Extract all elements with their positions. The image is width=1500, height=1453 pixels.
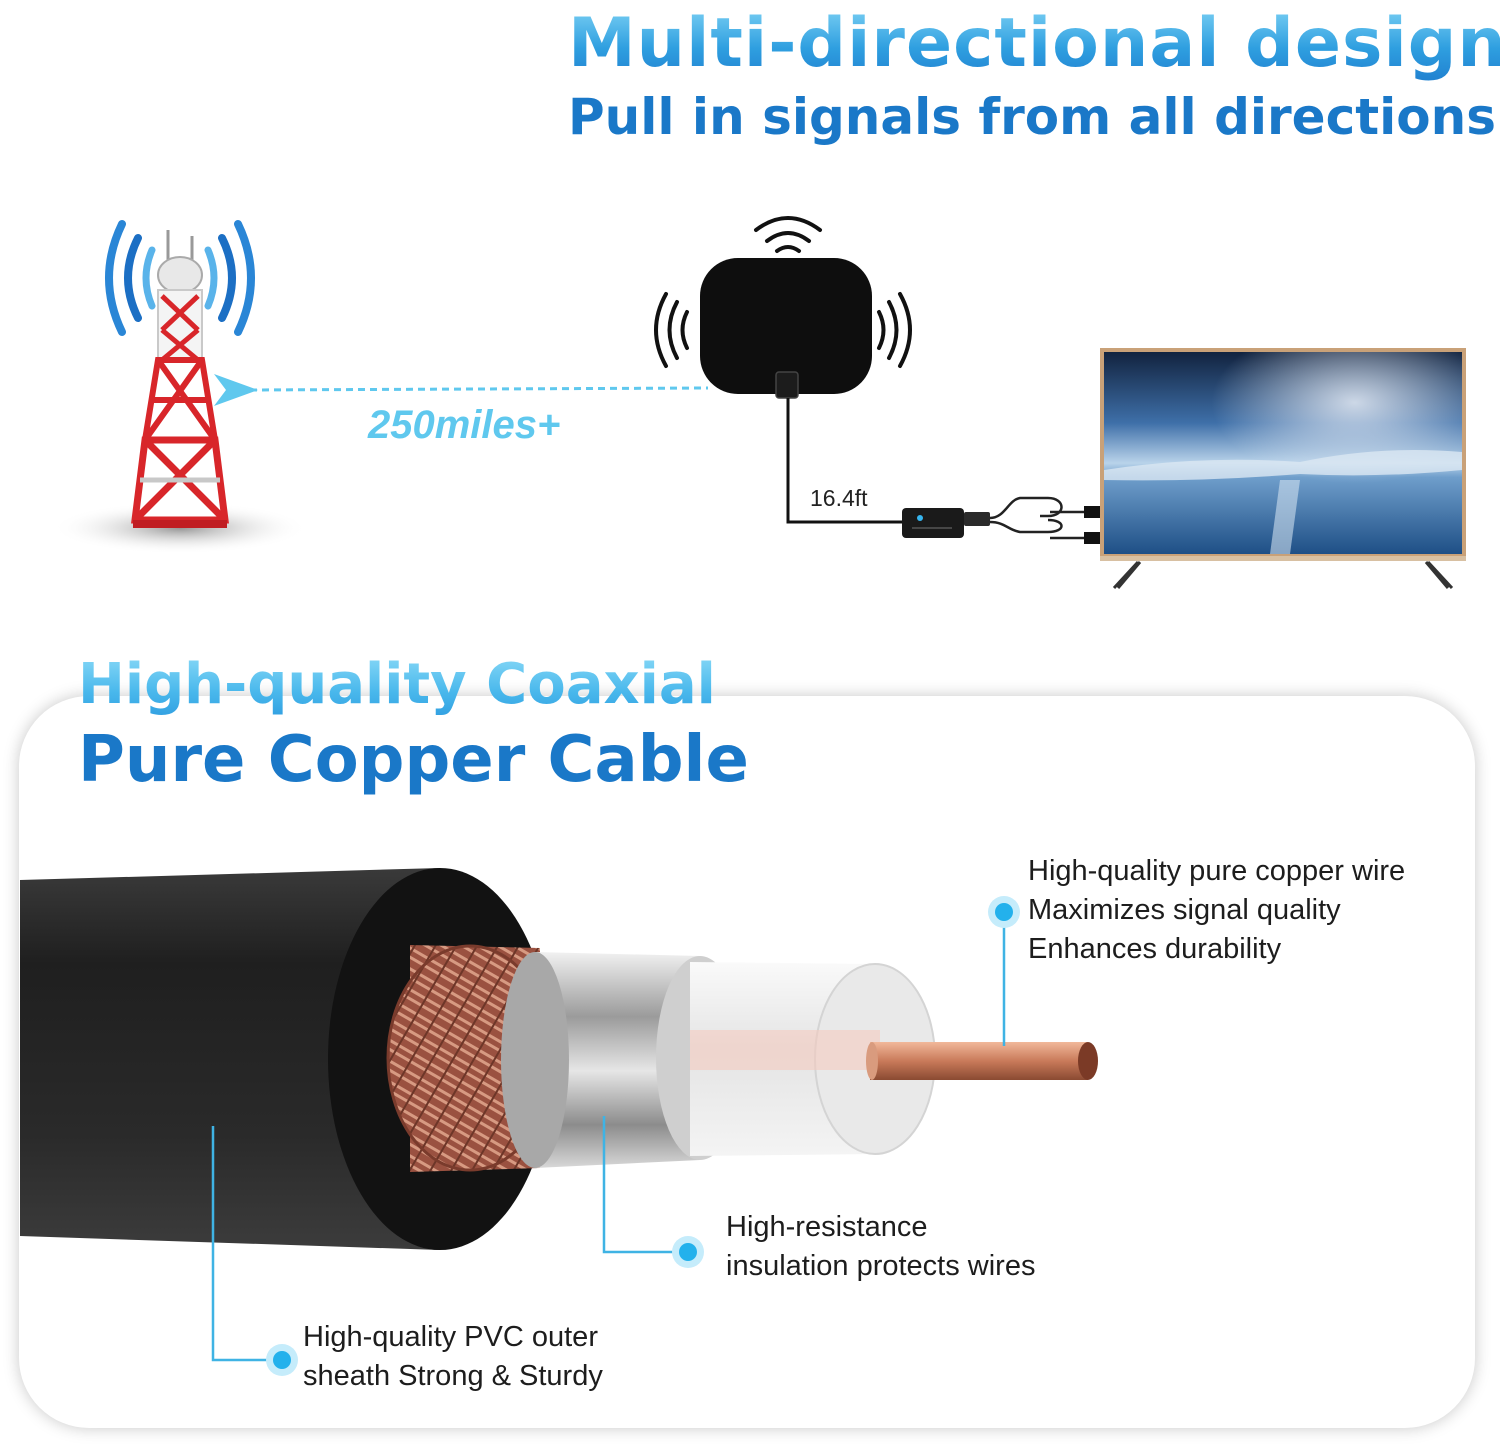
coax-cable <box>786 398 904 524</box>
pvc-outer-sheath <box>20 868 440 1250</box>
callout-dot-copper <box>988 896 1020 928</box>
broadcast-tower-icon <box>131 230 229 528</box>
signal-amplifier-icon <box>902 508 964 538</box>
callout-insulation-text: High-resistance insulation protects wire… <box>726 1208 1035 1286</box>
range-label: 250miles+ <box>368 403 561 447</box>
callout-sheath-text: High-quality PVC outer sheath Strong & S… <box>303 1318 603 1396</box>
callout-sheath-line2: sheath Strong & Sturdy <box>303 1360 603 1392</box>
callout-sheath-line1: High-quality PVC outer <box>303 1321 598 1353</box>
cable-title-line1: High-quality Coaxial <box>78 650 716 720</box>
copper-core-wire <box>870 1042 1088 1080</box>
antenna-signal-waves-icon <box>654 216 912 368</box>
tower-signal-waves-icon <box>105 220 255 336</box>
callout-insulation-line1: High-resistance <box>726 1211 928 1243</box>
signal-arrow-icon <box>214 374 258 406</box>
callout-dot-sheath <box>266 1344 298 1376</box>
signal-diagram <box>52 216 1466 590</box>
main-title: Multi-directional design <box>568 4 1500 84</box>
tv-plug-icon <box>1084 532 1100 544</box>
callout-copper-line1: High-quality pure copper wire <box>1028 855 1406 887</box>
signal-range-line <box>249 386 709 392</box>
aluminum-foil-layer <box>535 952 700 1168</box>
tv-icon <box>1100 348 1466 590</box>
usb-plug-icon <box>1084 506 1100 518</box>
callout-insulation-line2: insulation protects wires <box>726 1250 1036 1282</box>
flat-antenna-icon <box>700 258 872 394</box>
callout-copper-text: High-quality pure copper wire Maximizes … <box>1028 852 1405 969</box>
callout-dot-insulation <box>672 1236 704 1268</box>
cable-length-label: 16.4ft <box>810 485 868 511</box>
cable-title-line2: Pure Copper Cable <box>78 723 749 797</box>
callout-copper-line3: Enhances durability <box>1028 933 1282 965</box>
callout-lines <box>211 912 1006 1362</box>
callout-copper-line2: Maximizes signal quality <box>1028 894 1341 926</box>
main-subtitle: Pull in signals from all directions <box>568 88 1496 146</box>
